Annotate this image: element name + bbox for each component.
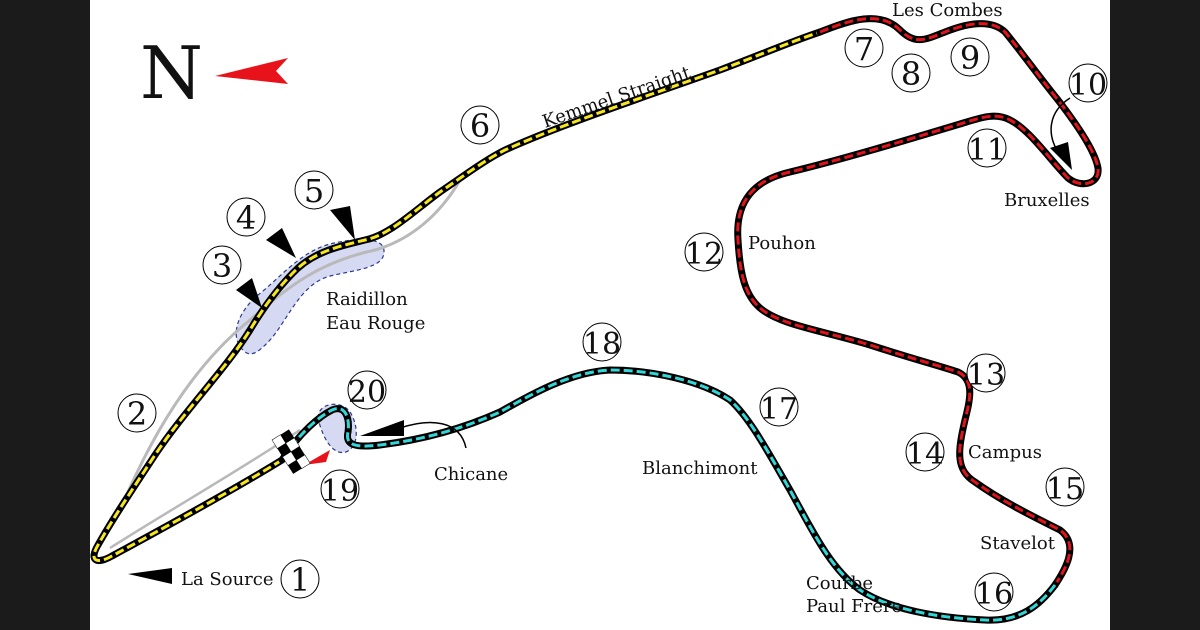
corner-arrow-bruxelles-icon <box>1050 142 1072 170</box>
north-arrow-icon <box>215 58 288 84</box>
svg-text:17: 17 <box>760 392 798 427</box>
turn-19-marker: 19 <box>320 469 360 509</box>
turn-9-marker: 9 <box>950 37 990 77</box>
svg-text:2: 2 <box>127 395 147 433</box>
svg-text:9: 9 <box>960 39 980 77</box>
chicane-pointer-line <box>399 421 467 449</box>
turn-13-marker: 13 <box>966 353 1006 393</box>
svg-text:15: 15 <box>1046 472 1084 507</box>
turn-5-marker: 5 <box>294 170 334 210</box>
turn-12-marker: 12 <box>684 232 724 272</box>
svg-text:10: 10 <box>1069 68 1107 103</box>
turn-14-marker: 14 <box>905 432 945 472</box>
label-la-source: La Source <box>181 569 274 590</box>
turn-15-marker: 15 <box>1045 467 1085 507</box>
corner-arrow-3-icon <box>236 278 262 308</box>
turn-2-marker: 2 <box>117 393 157 433</box>
turn-8-marker: 8 <box>891 53 931 93</box>
svg-text:8: 8 <box>901 55 921 93</box>
svg-text:6: 6 <box>470 107 490 145</box>
turn-4-marker: 4 <box>226 197 266 237</box>
svg-text:20: 20 <box>348 375 386 410</box>
turn-20-marker: 20 <box>347 370 387 410</box>
track-sector-1-dashes <box>92 30 821 563</box>
label-pouhon: Pouhon <box>748 233 816 254</box>
label-blanchimont: Blanchimont <box>642 458 758 479</box>
corner-arrow-4-icon <box>266 228 296 258</box>
track-sector-3-dashes <box>280 368 1057 622</box>
corner-arrow-la-source-icon <box>128 568 172 584</box>
eau-rouge-highlight-zone <box>235 238 385 355</box>
turn-17-marker: 17 <box>759 387 799 427</box>
corner-arrow-chicane-icon <box>360 420 404 436</box>
svg-text:3: 3 <box>212 247 232 285</box>
svg-text:12: 12 <box>685 237 723 272</box>
turn-3-marker: 3 <box>202 245 242 285</box>
svg-text:1: 1 <box>290 561 310 599</box>
turn-11-marker: 11 <box>967 128 1007 168</box>
turn-6-marker: 6 <box>460 105 500 145</box>
old-layout-line <box>126 179 462 493</box>
turn-18-marker: 18 <box>582 322 622 362</box>
svg-text:5: 5 <box>304 172 324 210</box>
label-chicane: Chicane <box>434 464 508 485</box>
label-campus: Campus <box>968 442 1042 463</box>
turn-10-marker: 10 <box>1068 63 1108 103</box>
label-courbe: Courbe <box>806 573 873 594</box>
svg-text:11: 11 <box>968 133 1006 168</box>
direction-arrow-icon <box>304 450 330 465</box>
svg-text:4: 4 <box>236 199 256 237</box>
turn-7-marker: 7 <box>844 28 884 68</box>
svg-text:16: 16 <box>975 577 1013 612</box>
turn-1-marker: 1 <box>280 559 320 599</box>
corner-arrow-5-icon <box>330 206 355 240</box>
svg-text:18: 18 <box>583 327 621 362</box>
label-bruxelles: Bruxelles <box>1004 190 1090 211</box>
north-label: N <box>140 31 203 115</box>
start-finish-flag <box>271 429 311 474</box>
turn-markers: 1 2 3 4 5 6 7 8 9 10 11 12 13 14 15 16 1… <box>117 28 1108 612</box>
svg-text:7: 7 <box>854 30 874 68</box>
label-les-combes: Les Combes <box>892 0 1003 21</box>
turn-16-marker: 16 <box>974 572 1014 612</box>
label-stavelot: Stavelot <box>980 533 1056 554</box>
label-eau-rouge: Eau Rouge <box>326 313 425 334</box>
svg-text:14: 14 <box>906 437 944 472</box>
track-sector-2-dashes <box>736 17 1100 586</box>
label-raidillon: Raidillon <box>326 289 408 310</box>
svg-text:19: 19 <box>321 474 359 509</box>
label-paul-frere: Paul Frère <box>806 596 902 617</box>
svg-text:13: 13 <box>967 358 1005 393</box>
